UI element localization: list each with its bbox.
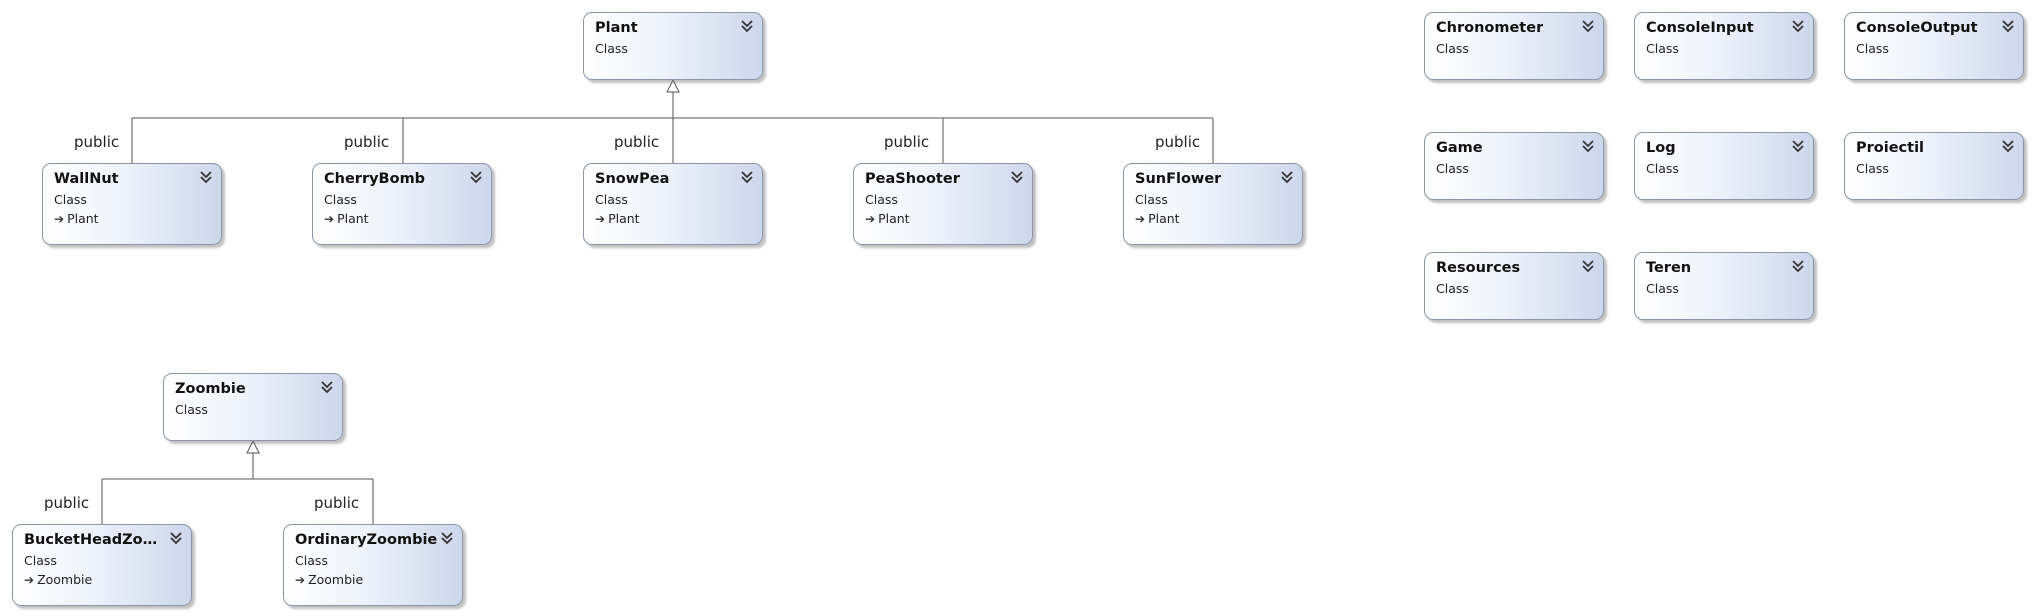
double-chevron-down-icon[interactable] [1011, 170, 1023, 184]
class-name: PeaShooter [865, 171, 960, 187]
class-name: Resources [1436, 260, 1521, 276]
class-box-log[interactable]: Log Class [1634, 132, 1814, 200]
inheritance-label: public [1155, 133, 1201, 151]
class-kind: Class [295, 553, 328, 568]
base-class: ➔Plant [324, 211, 369, 226]
inheritance-arrow-icon: ➔ [595, 212, 606, 226]
double-chevron-down-icon[interactable] [470, 170, 482, 184]
class-box-ordinaryzoombie[interactable]: OrdinaryZoombie Class ➔Zoombie [283, 524, 463, 606]
class-kind: Class [1646, 161, 1679, 176]
double-chevron-down-icon[interactable] [2002, 139, 2014, 153]
class-name: CherryBomb [324, 171, 426, 187]
double-chevron-down-icon[interactable] [1281, 170, 1293, 184]
class-box-game[interactable]: Game Class [1424, 132, 1604, 200]
class-box-consoleinput[interactable]: ConsoleInput Class [1634, 12, 1814, 80]
double-chevron-down-icon[interactable] [741, 19, 753, 33]
inheritance-triangle-plant [666, 78, 680, 93]
class-kind: Class [865, 192, 898, 207]
base-class-name: Plant [608, 211, 640, 226]
double-chevron-down-icon[interactable] [1792, 19, 1804, 33]
class-kind: Class [595, 192, 628, 207]
inheritance-label: public [314, 494, 360, 512]
class-kind: Class [1135, 192, 1168, 207]
class-box-resources[interactable]: Resources Class [1424, 252, 1604, 320]
inheritance-triangle-zoombie [246, 439, 260, 454]
base-class-name: Plant [337, 211, 369, 226]
double-chevron-down-icon[interactable] [741, 170, 753, 184]
double-chevron-down-icon[interactable] [441, 531, 453, 545]
class-name: SnowPea [595, 171, 670, 187]
class-kind: Class [1646, 281, 1679, 296]
double-chevron-down-icon[interactable] [1582, 259, 1594, 273]
inheritance-label: public [344, 133, 390, 151]
class-name: Proiectil [1856, 140, 1925, 156]
base-class-name: Plant [1148, 211, 1180, 226]
class-name: ConsoleInput [1646, 20, 1754, 36]
class-kind: Class [595, 41, 628, 56]
class-name: OrdinaryZoombie [295, 532, 438, 548]
class-name: Log [1646, 140, 1676, 156]
class-name: Chronometer [1436, 20, 1544, 36]
inheritance-label: public [884, 133, 930, 151]
class-name: Zoombie [175, 381, 246, 397]
class-name: SunFlower [1135, 171, 1222, 187]
class-name: WallNut [54, 171, 119, 187]
inheritance-arrow-icon: ➔ [1135, 212, 1146, 226]
class-kind: Class [1436, 281, 1469, 296]
class-box-bucketheadzoombie[interactable]: BucketHeadZoo... Class ➔Zoombie [12, 524, 192, 606]
class-name: Game [1436, 140, 1483, 156]
inheritance-arrow-icon: ➔ [324, 212, 335, 226]
class-kind: Class [175, 402, 208, 417]
class-name: ConsoleOutput [1856, 20, 1978, 36]
inheritance-label: public [44, 494, 90, 512]
double-chevron-down-icon[interactable] [321, 380, 333, 394]
base-class-name: Zoombie [308, 572, 364, 587]
class-box-teren[interactable]: Teren Class [1634, 252, 1814, 320]
class-box-proiectil[interactable]: Proiectil Class [1844, 132, 2024, 200]
double-chevron-down-icon[interactable] [1792, 139, 1804, 153]
class-kind: Class [24, 553, 57, 568]
class-box-plant[interactable]: Plant Class [583, 12, 763, 80]
double-chevron-down-icon[interactable] [1792, 259, 1804, 273]
base-class: ➔Plant [865, 211, 910, 226]
class-box-wallnut[interactable]: WallNut Class ➔Plant [42, 163, 222, 245]
class-kind: Class [1436, 161, 1469, 176]
inheritance-arrow-icon: ➔ [865, 212, 876, 226]
class-box-sunflower[interactable]: SunFlower Class ➔Plant [1123, 163, 1303, 245]
double-chevron-down-icon[interactable] [2002, 19, 2014, 33]
inheritance-label: public [74, 133, 120, 151]
double-chevron-down-icon[interactable] [170, 531, 182, 545]
double-chevron-down-icon[interactable] [1582, 139, 1594, 153]
double-chevron-down-icon[interactable] [200, 170, 212, 184]
class-kind: Class [324, 192, 357, 207]
base-class-name: Plant [67, 211, 99, 226]
class-box-zoombie[interactable]: Zoombie Class [163, 373, 343, 441]
base-class-name: Plant [878, 211, 910, 226]
class-box-peashooter[interactable]: PeaShooter Class ➔Plant [853, 163, 1033, 245]
inheritance-arrow-icon: ➔ [54, 212, 65, 226]
class-box-cherrybomb[interactable]: CherryBomb Class ➔Plant [312, 163, 492, 245]
class-kind: Class [1856, 161, 1889, 176]
class-name: BucketHeadZoo... [24, 532, 164, 548]
class-kind: Class [1856, 41, 1889, 56]
base-class: ➔Zoombie [24, 572, 92, 587]
base-class: ➔Plant [1135, 211, 1180, 226]
inheritance-label: public [614, 133, 660, 151]
class-box-chronometer[interactable]: Chronometer Class [1424, 12, 1604, 80]
base-class: ➔Plant [595, 211, 640, 226]
base-class-name: Zoombie [37, 572, 93, 587]
class-kind: Class [54, 192, 87, 207]
base-class: ➔Zoombie [295, 572, 363, 587]
double-chevron-down-icon[interactable] [1582, 19, 1594, 33]
class-name: Teren [1646, 260, 1692, 276]
base-class: ➔Plant [54, 211, 99, 226]
inheritance-arrow-icon: ➔ [295, 573, 306, 587]
class-kind: Class [1436, 41, 1469, 56]
class-box-consoleoutput[interactable]: ConsoleOutput Class [1844, 12, 2024, 80]
class-name: Plant [595, 20, 638, 36]
inheritance-arrow-icon: ➔ [24, 573, 35, 587]
class-box-snowpea[interactable]: SnowPea Class ➔Plant [583, 163, 763, 245]
class-kind: Class [1646, 41, 1679, 56]
